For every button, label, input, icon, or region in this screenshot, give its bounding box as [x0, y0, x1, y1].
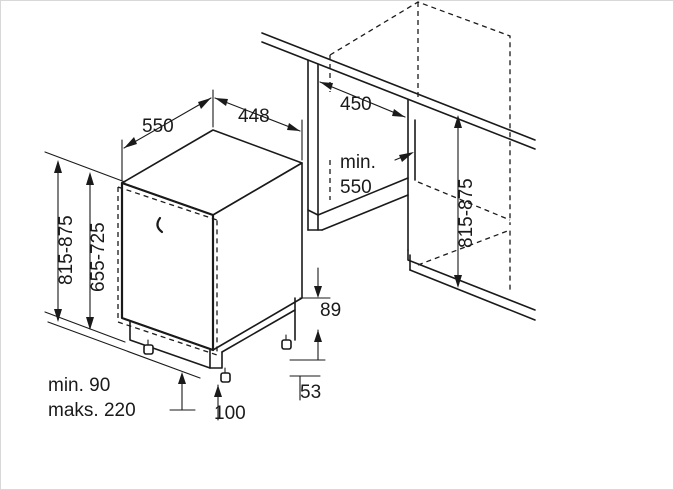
label-top-width: 448 — [238, 106, 270, 127]
label-min-depth-line2: 550 — [340, 177, 372, 198]
label-foot-depth: 100 — [214, 403, 246, 424]
label-plinth-offset: 53 — [300, 382, 321, 403]
niche-cabinet — [261, 1, 536, 321]
label-right-height: 815-875 — [456, 178, 477, 248]
label-plinth-height: 89 — [320, 300, 341, 321]
label-top-depth: 550 — [142, 116, 174, 137]
label-left-height-outer: 815-875 — [56, 215, 77, 285]
label-left-height-inner: 655-725 — [88, 222, 109, 292]
label-niche-depth: 450 — [340, 94, 372, 115]
dimension-labels: 550 448 450 min. 550 815-875 655-725 815… — [48, 94, 477, 424]
label-min-depth-line1: min. — [340, 152, 376, 173]
dishwasher-body — [117, 129, 303, 383]
label-plinth-max: maks. 220 — [48, 400, 136, 421]
dimension-lines — [44, 81, 462, 421]
label-plinth-min: min. 90 — [48, 375, 110, 396]
